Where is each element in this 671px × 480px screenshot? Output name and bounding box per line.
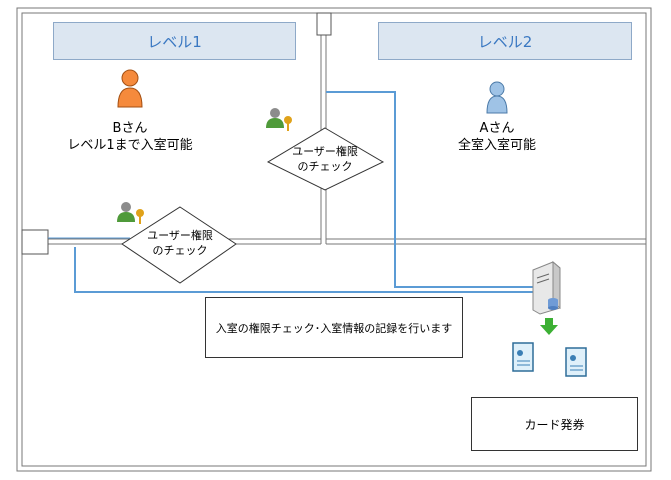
check-diamond-level1 [121,206,237,284]
check-text-line1: ユーザー権限 [147,229,213,242]
check-label-level2: ユーザー権限 のチェック [275,144,375,174]
user-key-icon [266,108,292,131]
server-icon [532,260,561,315]
network-line-level1 [74,247,540,293]
person-a-name: Aさん [479,121,515,136]
check-label-level1: ユーザー権限 のチェック [130,228,230,258]
user-key-icon [117,202,144,224]
level2-header: レベル2 [378,22,632,60]
network-line-level2 [326,91,540,288]
person-icon [117,69,143,108]
person-b-label: Bさん レベル1まで入室可能 [50,120,210,154]
down-arrow-icon [540,318,558,335]
person-b-access: レベル1まで入室可能 [67,138,193,153]
person-icon [486,81,508,114]
server-description: 入室の権限チェック･入室情報の記録を行います [205,297,463,358]
outer-wall [16,7,652,472]
person-a-label: Aさん 全室入室可能 [417,120,577,154]
person-a-access: 全室入室可能 [457,138,536,153]
check-text-line2: のチェック [297,160,353,173]
card-issue-box: カード発券 [471,397,638,451]
person-b-name: Bさん [112,121,148,136]
check-diamond-level2 [266,127,385,191]
level1-header: レベル1 [53,22,296,60]
card-icon [512,342,534,372]
check-text-line2: のチェック [152,244,208,257]
check-text-line1: ユーザー権限 [292,145,358,158]
card-icon [565,347,587,377]
door-left [21,229,49,255]
door-top [316,12,332,36]
